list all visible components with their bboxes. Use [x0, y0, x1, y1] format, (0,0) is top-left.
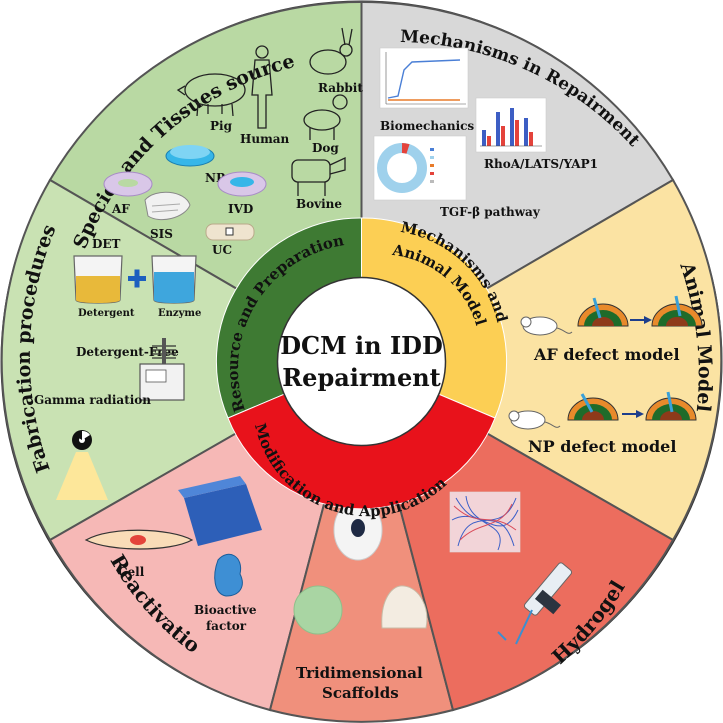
sis-tissue-icon	[144, 191, 191, 220]
label-detergent-free: Detergent-Free	[76, 345, 179, 359]
label-pig: Pig	[210, 119, 233, 133]
pressure-device-icon	[139, 338, 185, 401]
label-cell: Cell	[118, 565, 145, 579]
donut-chart-icon	[373, 135, 467, 201]
center-title-line1: DCM in IDD	[280, 331, 443, 360]
label-af-defect: AF defect model	[533, 345, 680, 364]
label-sis: SIS	[150, 227, 173, 241]
bioactive-factor-icon	[214, 553, 243, 597]
center-circle	[276, 276, 447, 447]
np-treated-disc-icon	[645, 391, 697, 421]
af-injection-disc-icon	[577, 297, 629, 327]
detergent-beaker-icon	[73, 255, 123, 304]
arrowhead-np	[636, 410, 644, 418]
af-disc-icon	[103, 171, 153, 197]
rabbit-icon	[309, 27, 353, 75]
label-tgfb: TGF-β pathway	[440, 205, 541, 219]
label-factor: factor	[206, 619, 247, 633]
label-human: Human	[240, 132, 290, 146]
needle-line	[497, 631, 507, 641]
human-icon	[251, 45, 273, 129]
arrowhead-af	[644, 316, 652, 324]
label-enzyme: Enzyme	[158, 308, 201, 319]
hydrogel-block-icon	[178, 476, 262, 546]
segment-animal-model	[359, 178, 723, 542]
enzyme-beaker-icon	[151, 255, 197, 304]
shaped-scaffold-icon	[381, 585, 428, 629]
label-uc: UC	[212, 243, 232, 257]
center-title-line2: Repairment	[282, 363, 441, 392]
label-detergent: Detergent	[78, 308, 135, 319]
disc-scaffold-icon	[293, 585, 343, 635]
rat-icon-np	[508, 410, 561, 430]
plus-icon	[128, 269, 146, 288]
np-disc-icon	[165, 145, 215, 167]
tridimensional-title-line2: Scaffolds	[322, 684, 399, 702]
label-ivd: IVD	[228, 202, 253, 216]
bar-chart-icon	[475, 97, 547, 153]
radiation-beam-icon	[56, 452, 108, 500]
label-af: AF	[111, 202, 130, 216]
label-rabbit: Rabbit	[318, 81, 363, 95]
label-rhoa: RhoA/LATS/YAP1	[484, 157, 598, 171]
np-injection-disc-icon	[567, 393, 619, 421]
bovine-icon	[291, 156, 346, 196]
label-dog: Dog	[312, 141, 339, 155]
radiation-icon	[72, 430, 92, 450]
af-treated-disc-icon	[651, 295, 703, 327]
label-bioactive: Bioactive	[194, 603, 257, 617]
pig-icon	[176, 73, 246, 117]
label-det: DET	[92, 237, 121, 251]
fiber-network-icon	[449, 491, 521, 553]
label-np-defect: NP defect model	[528, 437, 676, 456]
tridimensional-title-line1: Tridimensional	[296, 664, 423, 682]
rat-icon-af	[520, 316, 573, 336]
uc-tissue-icon	[205, 223, 255, 241]
label-gamma: Gamma radiation	[34, 393, 151, 407]
syringe-icon	[515, 562, 573, 645]
dog-icon	[303, 94, 348, 140]
label-bovine: Bovine	[296, 197, 342, 211]
ivd-disc-icon	[217, 171, 267, 197]
line-chart-icon	[379, 47, 469, 109]
cell-icon	[84, 529, 194, 550]
label-biomechanics: Biomechanics	[380, 119, 474, 133]
